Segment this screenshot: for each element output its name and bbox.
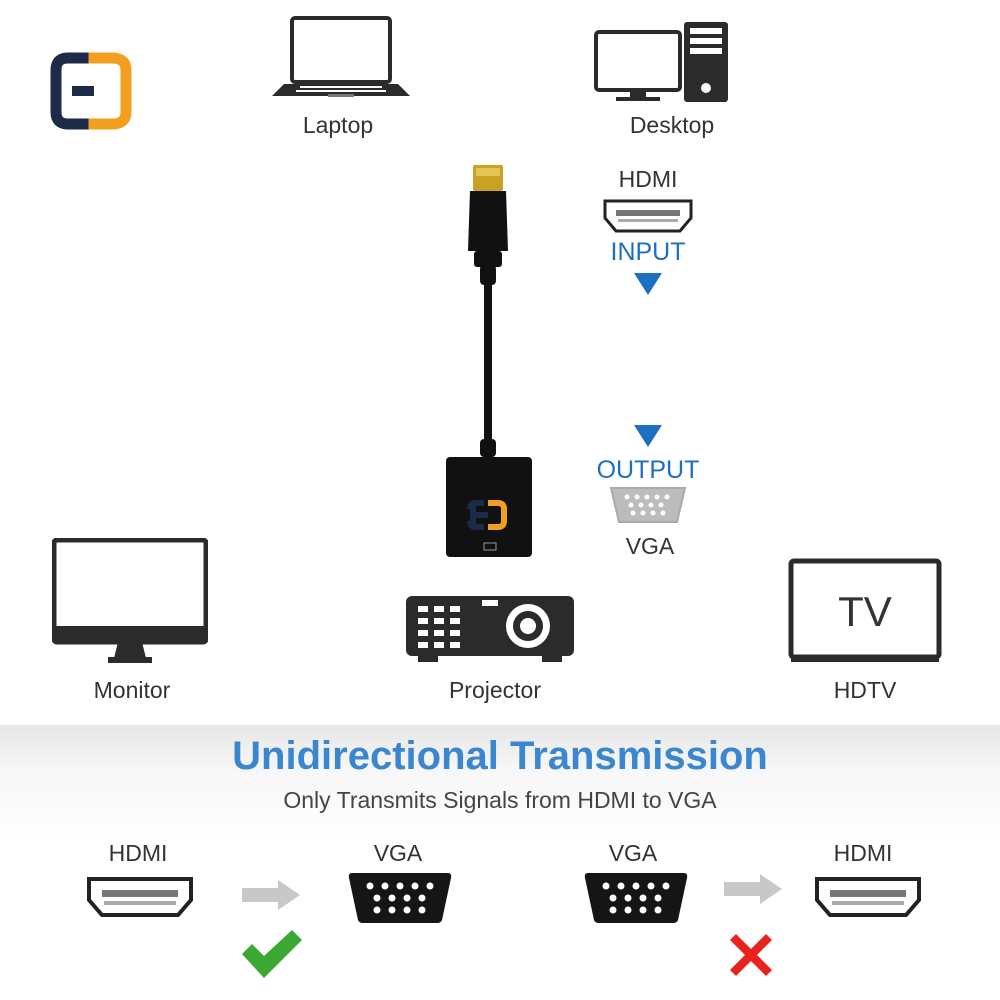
vga-port-icon xyxy=(582,870,690,926)
supported-from-label: HDMI xyxy=(108,840,168,866)
brand-logo-icon xyxy=(50,52,132,130)
transmission-subtitle: Only Transmits Signals from HDMI to VGA xyxy=(283,787,717,813)
hdtv-label: HDTV xyxy=(833,677,897,703)
desktop-icon xyxy=(594,20,730,104)
vga-port-icon xyxy=(607,485,689,525)
vga-port-icon xyxy=(346,870,454,926)
check-icon xyxy=(238,928,306,980)
projector-icon xyxy=(404,592,576,664)
supported-to-label: VGA xyxy=(373,840,423,866)
transmission-panel xyxy=(0,725,1000,1000)
arrow-right-icon xyxy=(240,878,302,912)
hdmi-port-icon xyxy=(86,876,194,918)
laptop-icon xyxy=(270,16,412,100)
hdmi-port-icon xyxy=(814,876,922,918)
cross-icon xyxy=(726,930,776,980)
desktop-label: Desktop xyxy=(629,112,715,138)
projector-label: Projector xyxy=(448,677,542,703)
arrow-right-icon xyxy=(722,872,784,906)
input-direction-label: INPUT xyxy=(610,238,686,266)
output-port-label: VGA xyxy=(625,533,675,559)
input-arrow-icon xyxy=(633,272,663,296)
tv-screen-text: TV xyxy=(838,588,892,635)
adapter-cable-icon xyxy=(440,165,550,560)
monitor-label: Monitor xyxy=(93,677,171,703)
unsupported-to-label: HDMI xyxy=(833,840,893,866)
unsupported-from-label: VGA xyxy=(608,840,658,866)
laptop-label: Laptop xyxy=(302,112,374,138)
output-direction-label: OUTPUT xyxy=(596,456,700,484)
output-arrow-icon xyxy=(633,424,663,448)
monitor-icon xyxy=(52,538,208,666)
tv-icon xyxy=(788,558,942,664)
transmission-title: Unidirectional Transmission xyxy=(232,734,768,778)
input-port-label: HDMI xyxy=(618,166,678,192)
hdmi-port-icon xyxy=(602,198,694,234)
